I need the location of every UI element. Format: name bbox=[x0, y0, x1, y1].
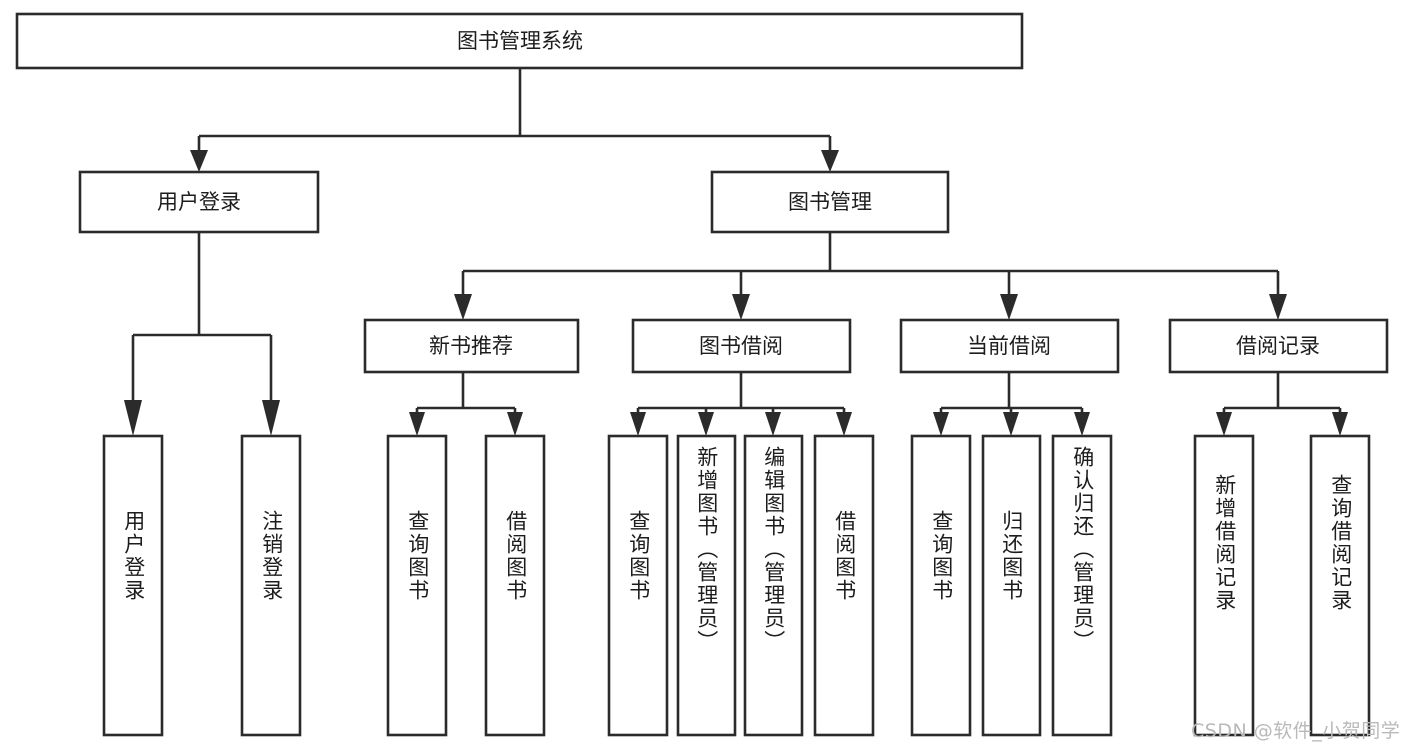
csdn-watermark: CSDN @软件_小贺同学 bbox=[1191, 720, 1401, 742]
connector-group-user-login bbox=[124, 232, 280, 436]
node-leaf-borrow-book-2[interactable] bbox=[813, 434, 875, 737]
node-book-management[interactable] bbox=[710, 170, 950, 234]
node-leaf-query-book-2[interactable] bbox=[607, 434, 669, 737]
node-leaf-user-login[interactable] bbox=[102, 434, 164, 737]
connector-group-current-borrow bbox=[933, 372, 1090, 436]
arrowhead-new-book-recommend bbox=[454, 294, 472, 320]
arrowhead-borrow-record bbox=[1269, 294, 1287, 320]
node-book-borrow-label: 图书借阅 bbox=[699, 334, 783, 358]
arrowhead-leaf-logout-login bbox=[262, 400, 280, 436]
node-user-login[interactable] bbox=[78, 170, 320, 234]
arrowhead-leaf-edit-book-admin bbox=[765, 412, 781, 436]
node-leaf-add-book-admin[interactable] bbox=[676, 434, 737, 737]
arrowhead-leaf-query-book-3 bbox=[933, 412, 949, 436]
node-root-label: 图书管理系统 bbox=[457, 29, 583, 53]
node-current-borrow[interactable] bbox=[899, 318, 1120, 374]
connector-group-borrow-record bbox=[1216, 372, 1348, 436]
arrowhead-leaf-return-book bbox=[1003, 412, 1019, 436]
node-leaf-edit-book-admin[interactable] bbox=[743, 434, 804, 737]
node-borrow-record[interactable] bbox=[1168, 318, 1389, 374]
node-current-borrow-label: 当前借阅 bbox=[967, 334, 1051, 358]
arrowhead-leaf-confirm-return-admin bbox=[1074, 412, 1090, 436]
connector-group-new-book-recommend bbox=[409, 372, 523, 436]
arrowhead-leaf-query-borrow-record bbox=[1332, 412, 1348, 436]
connector-group-book-management bbox=[454, 232, 1287, 320]
node-borrow-record-label: 借阅记录 bbox=[1236, 334, 1320, 358]
node-user-login-label: 用户登录 bbox=[157, 190, 241, 214]
arrowhead-leaf-add-book-admin bbox=[698, 412, 714, 436]
node-new-book-recommend-label: 新书推荐 bbox=[429, 334, 513, 358]
arrowhead-leaf-query-book-2 bbox=[630, 412, 646, 436]
connector-group-book-borrow bbox=[630, 372, 852, 436]
arrowhead-leaf-add-borrow-record bbox=[1216, 412, 1232, 436]
arrowhead-leaf-borrow-book-1 bbox=[507, 412, 523, 436]
node-leaf-borrow-book-1[interactable] bbox=[484, 434, 546, 737]
node-book-management-label: 图书管理 bbox=[788, 190, 872, 214]
node-leaf-query-borrow-record[interactable] bbox=[1309, 434, 1371, 737]
arrowhead-book-borrow bbox=[732, 294, 750, 320]
node-leaf-add-borrow-record[interactable] bbox=[1193, 434, 1255, 737]
arrowhead-leaf-user-login bbox=[124, 400, 142, 436]
node-leaf-query-book-1[interactable] bbox=[386, 434, 448, 737]
arrowhead-leaf-borrow-book-2 bbox=[836, 412, 852, 436]
node-leaf-return-book[interactable] bbox=[981, 434, 1042, 737]
node-book-borrow[interactable] bbox=[631, 318, 852, 374]
node-leaf-logout-login[interactable] bbox=[240, 434, 302, 737]
node-new-book-recommend[interactable] bbox=[363, 318, 580, 374]
arrowhead-user-login bbox=[190, 150, 208, 172]
connector-group-root bbox=[190, 68, 839, 172]
arrowhead-current-borrow bbox=[1000, 294, 1018, 320]
node-root-book-management-system[interactable] bbox=[15, 12, 1024, 70]
arrowhead-book-management bbox=[821, 150, 839, 172]
arrowhead-leaf-query-book-1 bbox=[409, 412, 425, 436]
node-leaf-confirm-return-admin[interactable] bbox=[1051, 434, 1113, 737]
node-leaf-query-book-3[interactable] bbox=[910, 434, 972, 737]
